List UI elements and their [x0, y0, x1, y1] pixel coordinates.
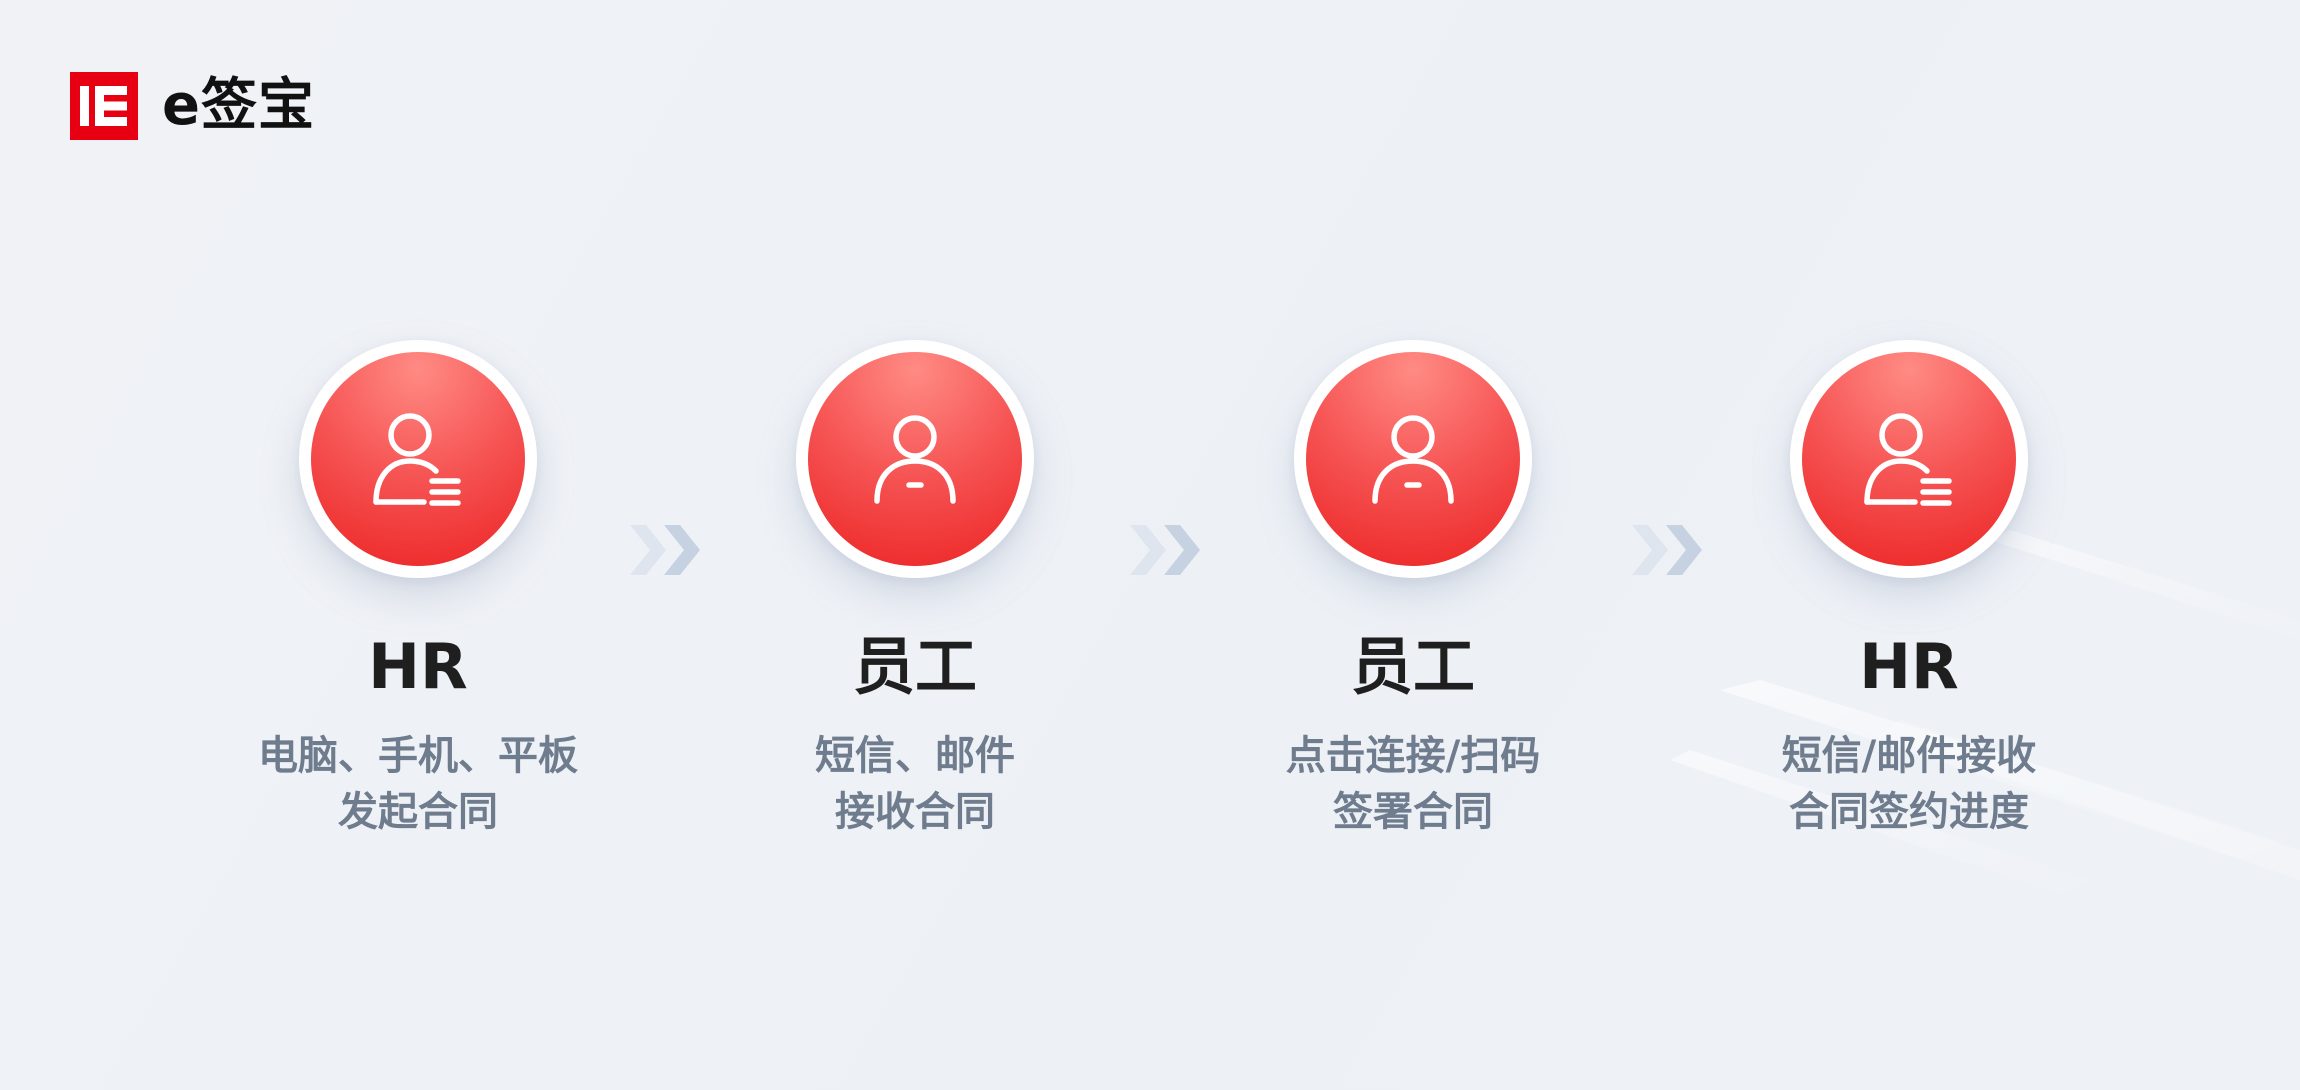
user-document-icon: [1864, 413, 1952, 506]
flow-step-1: HR 电脑、手机、平板 发起合同: [188, 340, 648, 840]
flow-step-4: HR 短信/邮件接收 合同签约进度: [1679, 340, 2139, 840]
step-title: HR: [368, 630, 468, 703]
user-document-icon: [373, 413, 461, 506]
step-desc-line: 短信、邮件: [815, 733, 1015, 779]
flow-step-2: 员工 短信、邮件 接收合同: [685, 340, 1145, 840]
user-icon: [1372, 415, 1454, 504]
step-desc-line: 电脑、手机、平板: [258, 733, 578, 779]
flow-arrow-2: [1128, 522, 1204, 578]
step-desc-line: 接收合同: [835, 789, 995, 835]
flow-arrow-3: [1630, 522, 1706, 578]
step-title: HR: [1859, 630, 1959, 703]
step-desc-line: 合同签约进度: [1789, 789, 2029, 835]
flow-arrow-1: [628, 522, 704, 578]
brand-name: e签宝: [162, 73, 315, 138]
step-desc-line: 发起合同: [338, 789, 498, 835]
step-description: 短信/邮件接收 合同签约进度: [1679, 728, 2139, 840]
step-node: [1790, 340, 2028, 578]
step-description: 短信、邮件 接收合同: [685, 728, 1145, 840]
step-title: 员工: [852, 630, 977, 703]
double-chevron-right-icon: [630, 525, 700, 575]
brand-logo: e签宝: [70, 72, 315, 140]
double-chevron-right-icon: [1632, 525, 1702, 575]
step-desc-line: 签署合同: [1333, 789, 1493, 835]
flow-step-3: 员工 点击连接/扫码 签署合同: [1183, 340, 1643, 840]
step-title: 员工: [1350, 630, 1475, 703]
step-node: [1294, 340, 1532, 578]
step-desc-line: 短信/邮件接收: [1781, 733, 2037, 779]
user-icon: [874, 415, 956, 504]
step-node: [796, 340, 1034, 578]
step-description: 电脑、手机、平板 发起合同: [188, 728, 648, 840]
step-node: [299, 340, 537, 578]
step-desc-line: 点击连接/扫码: [1285, 733, 1541, 779]
double-chevron-right-icon: [1130, 525, 1200, 575]
step-description: 点击连接/扫码 签署合同: [1183, 728, 1643, 840]
esign-logo-icon: [70, 72, 138, 140]
